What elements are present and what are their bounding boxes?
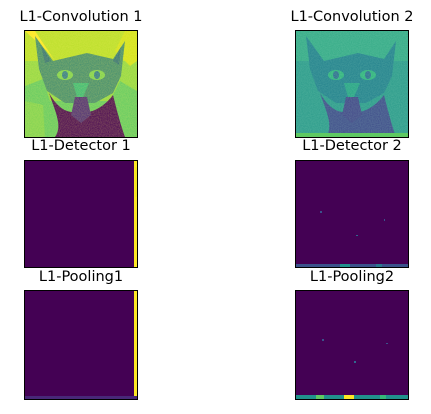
panel-title-det1: L1-Detector 1 (31, 138, 131, 154)
panel-title-det2: L1-Detector 2 (302, 138, 402, 154)
heatmap-pool2 (295, 290, 409, 400)
activation-map-det2 (296, 161, 408, 267)
activation-map-det1 (25, 161, 137, 267)
panel-title-pool1: L1-Pooling1 (38, 269, 124, 285)
heatmap-conv1 (24, 30, 138, 138)
cat-image-conv1 (25, 31, 137, 137)
panel-title-conv2: L1-Convolution 2 (290, 9, 414, 25)
heatmap-det2 (295, 160, 409, 268)
heatmap-conv2 (295, 30, 409, 138)
panel-title-conv1: L1-Convolution 1 (19, 9, 143, 25)
heatmap-pool1 (24, 290, 138, 400)
activation-map-pool1 (25, 291, 137, 399)
activation-map-pool2 (296, 291, 408, 399)
heatmap-det1 (24, 160, 138, 268)
panel-title-pool2: L1-Pooling2 (309, 269, 395, 285)
cat-image-conv2 (296, 31, 408, 137)
